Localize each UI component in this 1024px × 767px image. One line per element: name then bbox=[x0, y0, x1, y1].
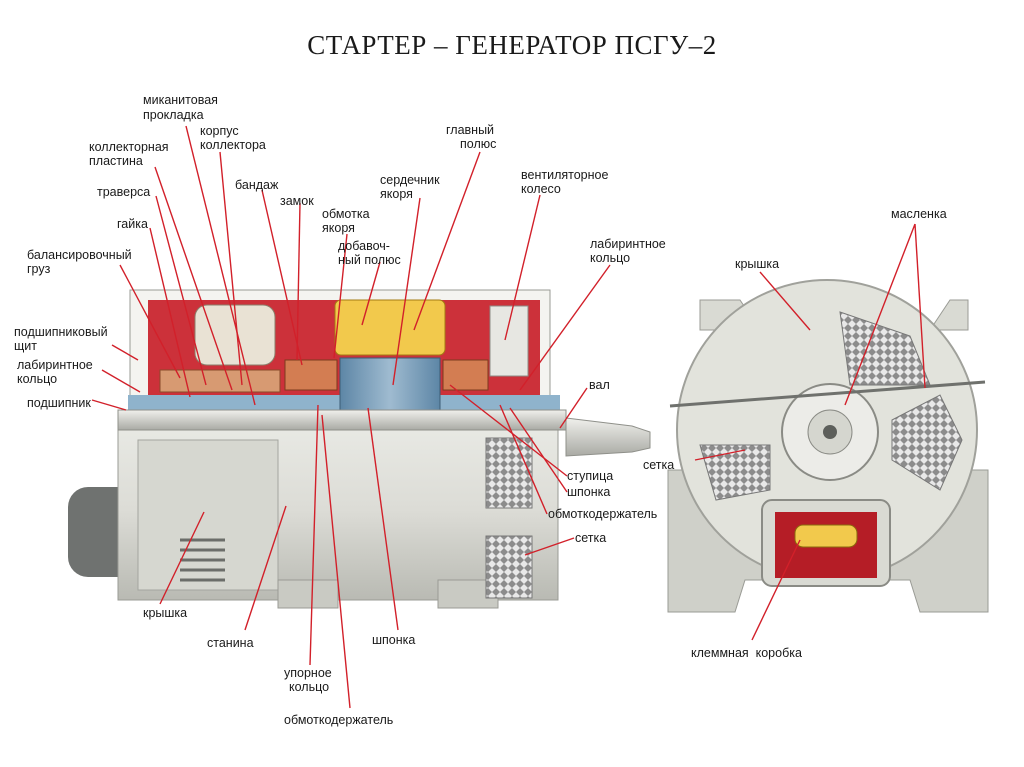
label-klemmnaya: клеммная коробка bbox=[691, 646, 802, 660]
vent-grille-lower bbox=[485, 535, 533, 599]
label-kryshka-left: крышка bbox=[143, 606, 187, 620]
label-dobavochny-l2: ный полюс bbox=[338, 253, 401, 267]
label-mikanit-l1: миканитовая bbox=[143, 93, 218, 107]
end-cover bbox=[137, 439, 279, 591]
label-shponka-bottom: шпонка bbox=[372, 633, 415, 647]
label-setka-end: сетка bbox=[643, 458, 674, 472]
label-stanina: станина bbox=[207, 636, 254, 650]
label-glavny-l1: главный bbox=[446, 123, 494, 137]
end-grille-left bbox=[699, 444, 771, 501]
label-kollplast-l2: пластина bbox=[89, 154, 143, 168]
label-setka-bottom: сетка bbox=[575, 531, 606, 545]
label-labirint-left-l1: лабиринтное bbox=[17, 358, 93, 372]
label-upornoe-l1: упорное bbox=[284, 666, 332, 680]
label-traversa: траверса bbox=[97, 185, 150, 199]
label-obmotkoderzh-right: обмоткодержатель bbox=[548, 507, 657, 521]
diagram-title: СТАРТЕР – ГЕНЕРАТОР ПСГУ–2 bbox=[307, 30, 717, 60]
shaft-body bbox=[117, 409, 567, 431]
label-balans-l1: балансировочный bbox=[27, 248, 132, 262]
label-podshshchit-l2: щит bbox=[14, 339, 37, 353]
label-dobavochny-l1: добавоч- bbox=[338, 239, 390, 253]
shaft-center bbox=[823, 425, 837, 439]
vent-grille-upper bbox=[485, 437, 533, 509]
main-pole bbox=[334, 299, 446, 356]
labels: миканитовая прокладка корпус коллектора … bbox=[14, 93, 947, 727]
label-obmotka-l2: якоря bbox=[322, 221, 355, 235]
label-labirint-left-l2: кольцо bbox=[17, 372, 57, 386]
oiler-rod bbox=[669, 380, 986, 408]
mount-foot-left bbox=[277, 579, 339, 609]
vent-slots bbox=[180, 538, 225, 582]
end-grille-right bbox=[891, 394, 963, 491]
label-mikanit-l2: прокладка bbox=[143, 108, 204, 122]
label-obmotka-l1: обмотка bbox=[322, 207, 370, 221]
side-section-view bbox=[68, 289, 651, 609]
leader-lines bbox=[91, 125, 926, 709]
label-gaika: гайка bbox=[117, 217, 148, 231]
label-obmotkoderzh-bottom: обмоткодержатель bbox=[284, 713, 393, 727]
label-zamok: замок bbox=[280, 194, 314, 208]
lifting-ear-right bbox=[929, 299, 969, 331]
terminal-block bbox=[794, 524, 858, 548]
label-kryshka-end: крышка bbox=[735, 257, 779, 271]
label-ventilyator-l1: вентиляторное bbox=[521, 168, 608, 182]
label-upornoe-l2: кольцо bbox=[289, 680, 329, 694]
label-serdechnik-l1: сердечник bbox=[380, 173, 440, 187]
label-korpus-l2: коллектора bbox=[200, 138, 266, 152]
label-glavny-l2: полюс bbox=[460, 137, 496, 151]
label-podshipnik: подшипник bbox=[27, 396, 91, 410]
label-serdechnik-l2: якоря bbox=[380, 187, 413, 201]
label-ventilyator-l2: колесо bbox=[521, 182, 561, 196]
label-bandazh: бандаж bbox=[235, 178, 279, 192]
label-shponka-right: шпонка bbox=[567, 485, 610, 499]
end-view bbox=[667, 279, 989, 613]
fan-wheel bbox=[489, 305, 529, 377]
label-labirint-right-l2: кольцо bbox=[590, 251, 630, 265]
shaft-end bbox=[565, 417, 651, 457]
label-labirint-right-l1: лабиринтное bbox=[590, 237, 666, 251]
label-val: вал bbox=[589, 378, 610, 392]
armature-winding bbox=[284, 359, 338, 391]
label-balans-l2: груз bbox=[27, 262, 51, 276]
label-stupica: ступица bbox=[567, 469, 613, 483]
label-podshshchit-l1: подшипниковый bbox=[14, 325, 108, 339]
armature-core bbox=[339, 357, 441, 411]
label-kollplast-l1: коллекторная bbox=[89, 140, 169, 154]
label-korpus-l1: корпус bbox=[200, 124, 239, 138]
label-maslenka: масленка bbox=[891, 207, 947, 221]
